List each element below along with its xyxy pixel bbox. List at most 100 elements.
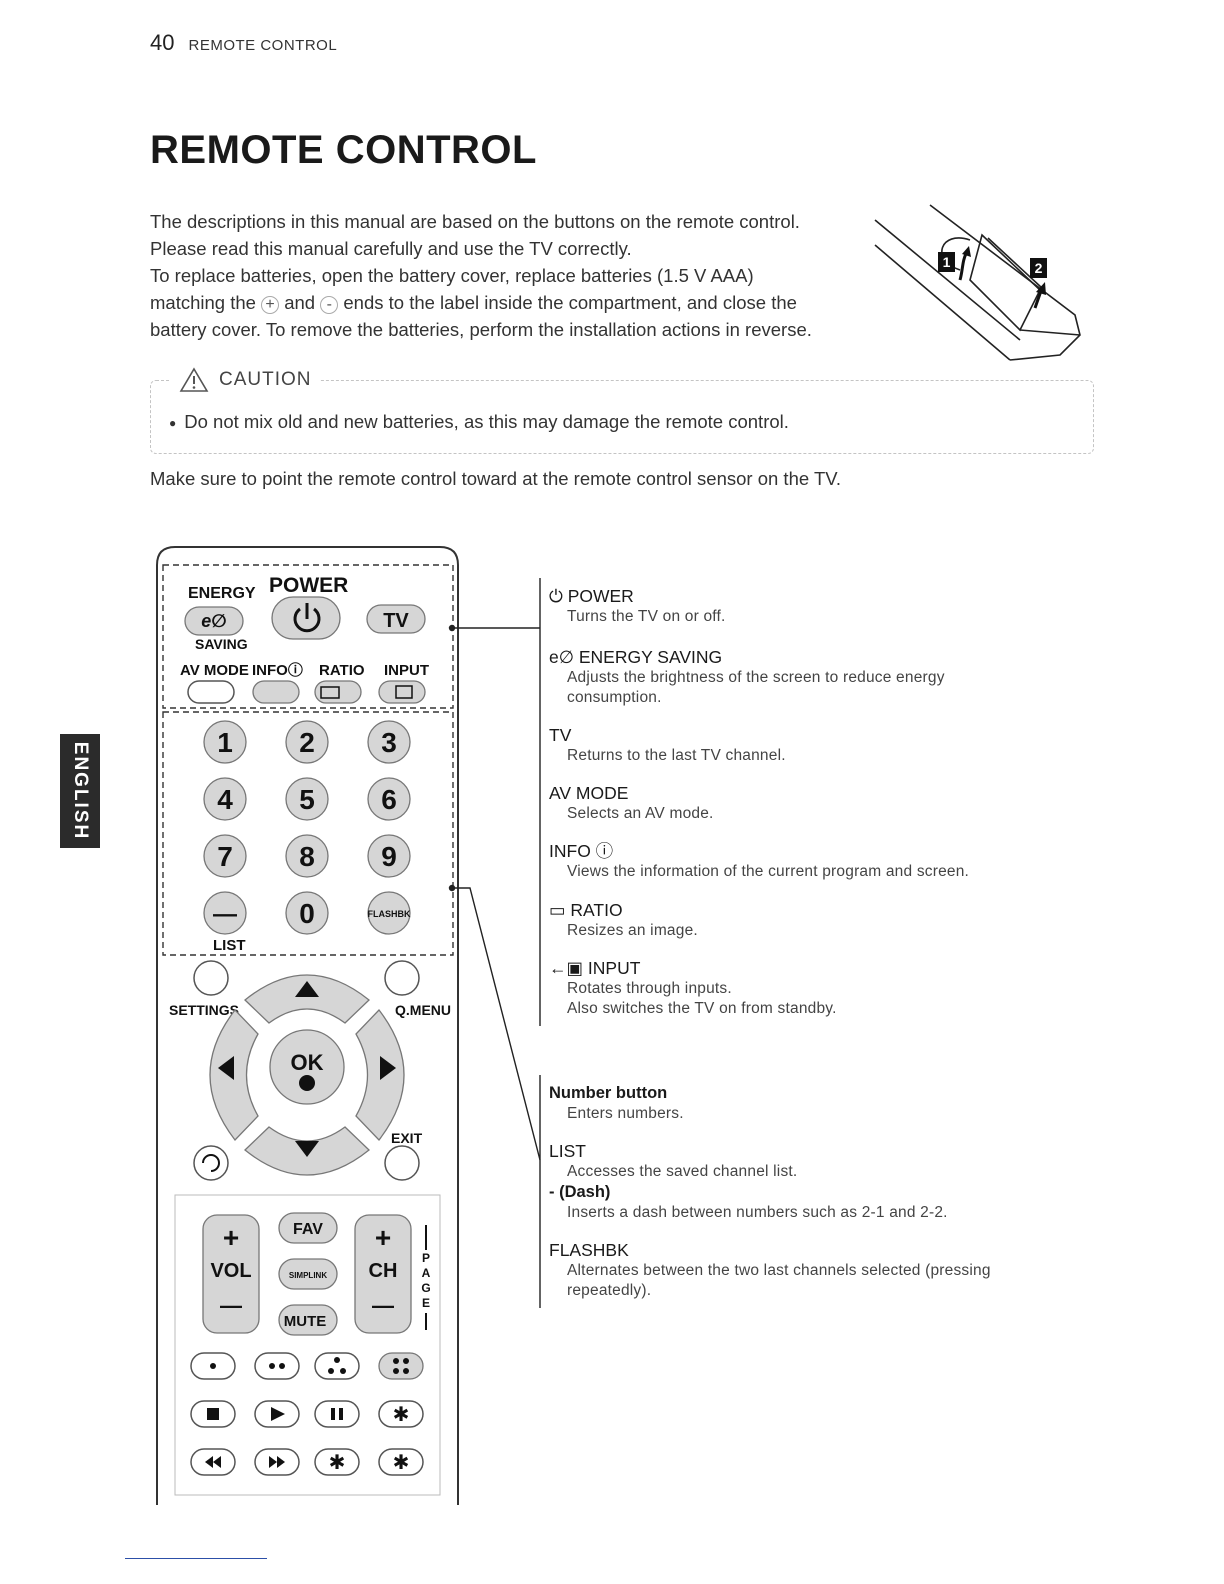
caution-bullet: ●Do not mix old and new batteries, as th… (169, 411, 789, 433)
star-button[interactable] (378, 1400, 424, 1428)
arrow-up-icon (295, 981, 319, 997)
page-letter: A (422, 1266, 431, 1280)
settings-button[interactable] (193, 960, 229, 996)
desc-text: Turns the TV on or off. (567, 608, 726, 625)
star-button[interactable] (378, 1448, 424, 1476)
desc-text: Alternates between the two last channels… (567, 1262, 991, 1279)
language-label: ENGLISH (70, 741, 91, 841)
av-mode-button[interactable] (187, 680, 235, 704)
pointing-note: Make sure to point the remote control to… (150, 468, 842, 489)
blue-button[interactable] (378, 1352, 424, 1380)
arrow-right-icon (380, 1056, 396, 1080)
flashbk-button[interactable] (367, 891, 411, 935)
digit-button[interactable] (203, 720, 247, 764)
digit-button[interactable] (285, 891, 329, 935)
desc-name: ←▣ INPUT (549, 958, 641, 978)
input-button[interactable] (378, 680, 426, 704)
digit-button[interactable] (367, 777, 411, 821)
desc-text: Also switches the TV on from standby. (567, 1000, 837, 1017)
desc-text: Selects an AV mode. (567, 805, 714, 822)
back-icon (202, 1154, 220, 1172)
yellow-button[interactable] (314, 1352, 360, 1380)
description-number-button: Number button Enters numbers. (549, 1083, 1069, 1124)
back-button[interactable] (193, 1145, 229, 1181)
warning-triangle-icon (179, 367, 209, 392)
desc-name: TV (549, 725, 572, 745)
remote-control-illustration: .lbl { font-weight: bold; fill: #111; } … (156, 546, 459, 1505)
ratio-label: RATIO (319, 662, 365, 679)
energy-saving-button[interactable] (184, 606, 244, 636)
caution-label: CAUTION (219, 369, 312, 390)
ok-label: OK (291, 1050, 324, 1075)
caution-text: Do not mix old and new batteries, as thi… (184, 411, 789, 432)
volume-rocker[interactable] (202, 1214, 260, 1334)
digit-label: 6 (381, 784, 397, 815)
digit-button[interactable] (203, 777, 247, 821)
description-info: INFO ⓘ Views the information of the curr… (549, 841, 1069, 882)
description-power: ⏻ POWER Turns the TV on or off. (549, 586, 1069, 627)
pause-icon (331, 1408, 335, 1420)
dot-icon (403, 1368, 409, 1374)
exit-label: EXIT (391, 1130, 423, 1146)
ratio-button[interactable] (314, 680, 362, 704)
star-icon: ✱ (393, 1452, 410, 1474)
stop-icon (207, 1408, 219, 1420)
left-button[interactable] (209, 1009, 259, 1141)
digit-button[interactable] (203, 834, 247, 878)
footnote-rule (125, 1558, 267, 1559)
star-button[interactable] (314, 1448, 360, 1476)
digit-label: 1 (217, 727, 233, 758)
channel-rocker[interactable] (354, 1214, 412, 1334)
page-number: 40 (150, 30, 175, 55)
play-icon (271, 1407, 285, 1421)
digit-label: 5 (299, 784, 315, 815)
desc-name: e∅ ENERGY SAVING (549, 647, 723, 667)
language-side-tab: ENGLISH (60, 734, 100, 848)
dot-icon (210, 1363, 216, 1369)
digit-button[interactable] (367, 720, 411, 764)
ratio-icon (320, 686, 340, 699)
qmenu-button[interactable] (384, 960, 420, 996)
digit-button[interactable] (285, 720, 329, 764)
info-button[interactable] (252, 680, 300, 704)
digit-label: 4 (217, 784, 233, 815)
description-flashbk: FLASHBK Alternates between the two last … (549, 1240, 1069, 1301)
dot-icon (393, 1358, 399, 1364)
up-button[interactable] (244, 974, 370, 1024)
pause-button[interactable] (314, 1400, 360, 1428)
green-button[interactable] (254, 1352, 300, 1380)
dot-icon (269, 1363, 275, 1369)
page-letter: E (422, 1296, 430, 1310)
ch-label: CH (369, 1260, 398, 1282)
fav-button[interactable] (278, 1212, 338, 1244)
desc-name: ⏻ POWER (549, 586, 634, 606)
dot-icon (279, 1363, 285, 1369)
description-dash: - (Dash) Inserts a dash between numbers … (549, 1182, 1069, 1223)
running-header: 40 REMOTE CONTROL (150, 30, 337, 56)
ok-button[interactable] (269, 1029, 345, 1105)
digit-button[interactable] (285, 834, 329, 878)
exit-button[interactable] (384, 1145, 420, 1181)
desc-text: Views the information of the current pro… (567, 863, 970, 880)
desc-text: Inserts a dash between numbers such as 2… (567, 1204, 948, 1221)
channel-plus-label: + (375, 1222, 391, 1253)
digit-label: 8 (299, 841, 315, 872)
simplink-button[interactable] (278, 1258, 338, 1290)
tv-button[interactable] (366, 604, 426, 634)
digit-button[interactable] (367, 834, 411, 878)
step-2-label: 2 (1035, 260, 1043, 276)
dash-button[interactable] (203, 891, 247, 935)
desc-name: - (Dash) (549, 1183, 611, 1201)
description-av-mode: AV MODE Selects an AV mode. (549, 783, 1069, 824)
saving-label: SAVING (195, 636, 248, 652)
right-button[interactable] (355, 1009, 405, 1141)
volume-minus-label: — (220, 1293, 242, 1318)
desc-name: INFO ⓘ (549, 841, 614, 861)
star-icon: ✱ (329, 1452, 346, 1474)
dot-icon (340, 1368, 346, 1374)
mute-button[interactable] (278, 1304, 338, 1336)
digit-button[interactable] (285, 777, 329, 821)
qmenu-label: Q.MENU (395, 1002, 451, 1018)
intro-line: Please read this manual carefully and us… (150, 238, 632, 259)
intro-fragment: matching the (150, 292, 256, 313)
